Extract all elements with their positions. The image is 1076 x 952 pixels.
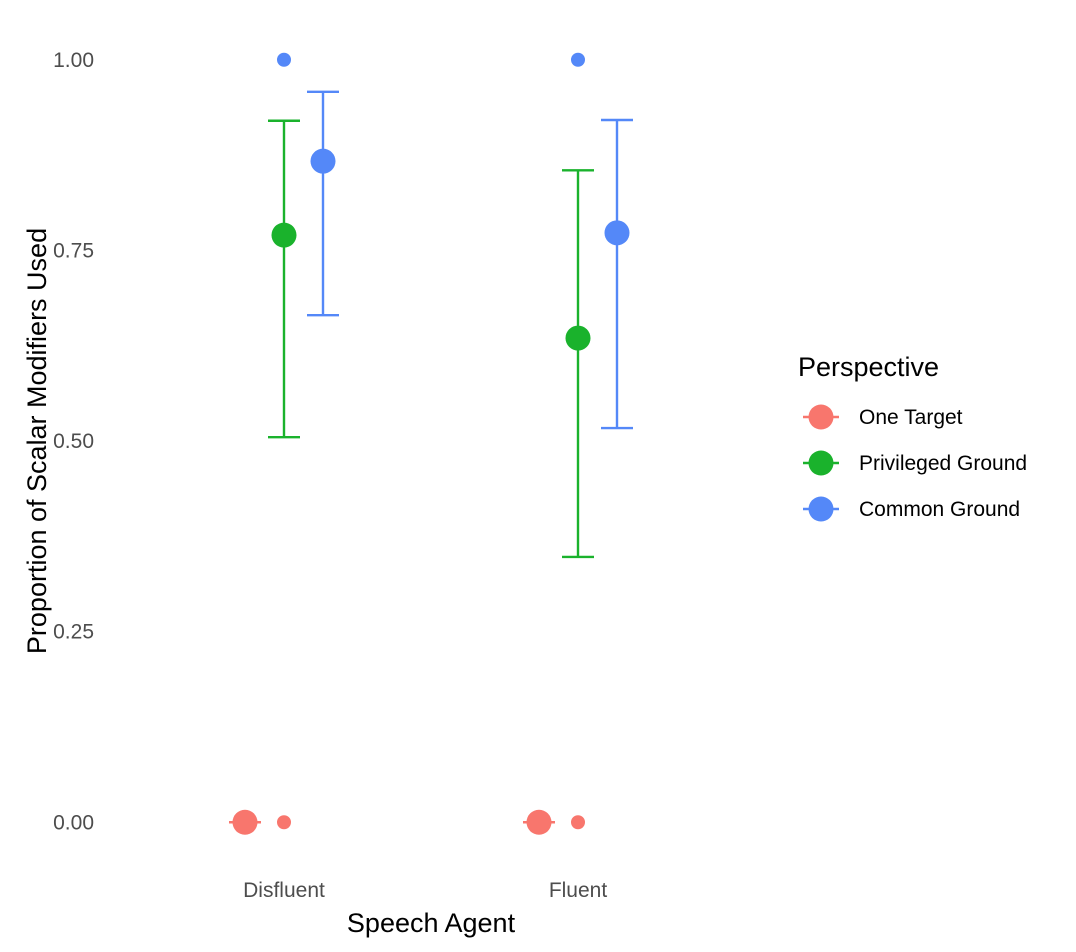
y-tick-label: 0.75 (53, 239, 94, 262)
legend-key-point (808, 496, 834, 522)
legend-label: Privileged Ground (859, 452, 1027, 475)
y-tick-label: 1.00 (53, 49, 94, 72)
legend-title: Perspective (798, 352, 939, 382)
y-tick-label: 0.25 (53, 621, 94, 644)
mean-point (310, 148, 336, 174)
mean-point (565, 325, 591, 351)
x-tick-label: Fluent (549, 879, 608, 902)
legend-label: Common Ground (859, 498, 1020, 521)
x-axis-ticks: Disfluent Fluent (243, 879, 607, 902)
mean-point (604, 220, 630, 246)
legend-label: One Target (859, 406, 963, 429)
y-tick-label: 0.00 (53, 811, 94, 834)
outlier-point (571, 52, 585, 67)
outlier-point (277, 52, 291, 67)
x-tick-label: Disfluent (243, 879, 325, 902)
legend-key-point (808, 404, 834, 430)
y-tick-label: 0.50 (53, 430, 94, 453)
mean-point (526, 809, 552, 835)
mean-point (271, 222, 297, 248)
x-axis-title: Speech Agent (347, 908, 516, 938)
mean-point (232, 809, 258, 835)
y-axis-ticks: 0.00 0.25 0.50 0.75 1.00 (53, 49, 94, 835)
outlier-point (571, 815, 585, 830)
outlier-point (277, 815, 291, 830)
chart-marks (229, 52, 633, 835)
y-axis-title: Proportion of Scalar Modifiers Used (22, 228, 52, 654)
legend-key-point (808, 450, 834, 476)
